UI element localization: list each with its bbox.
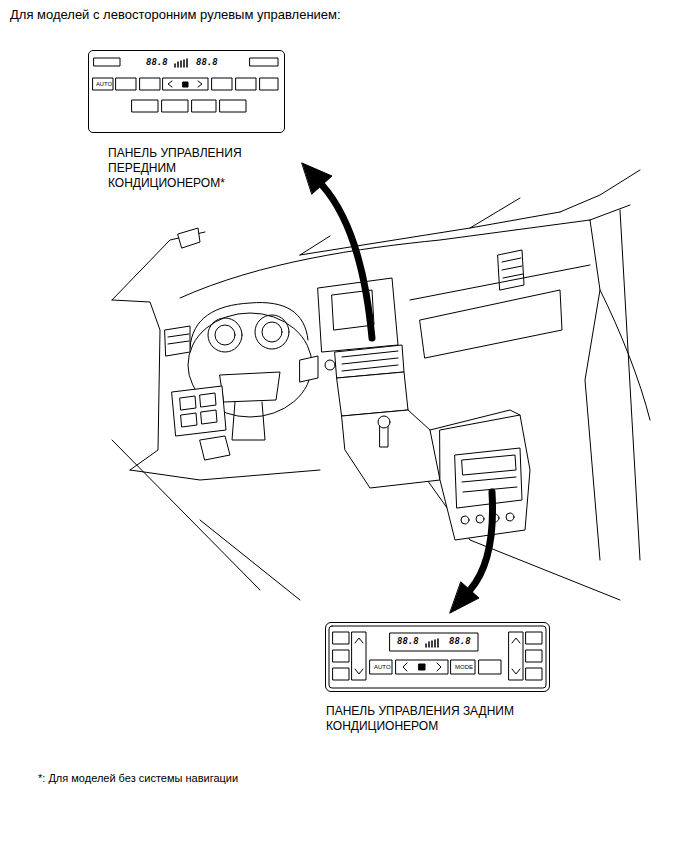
instrument-cluster-part [232, 402, 265, 440]
cabin-outline-part [200, 520, 300, 600]
instrument-cluster-part [172, 386, 226, 436]
instrument-cluster-part [180, 393, 217, 427]
location-arrow-part [322, 185, 372, 338]
display-reading: 88.8 [397, 637, 419, 646]
center-console-part [476, 515, 484, 523]
cabin-outline-part [590, 205, 630, 220]
location-arrow [302, 163, 493, 613]
rear-panel-detail-part [333, 650, 349, 662]
diagram-title: Для моделей с левосторонним рулевым упра… [10, 7, 341, 23]
rear-panel-detail-part [352, 632, 366, 680]
cabin-outline-part [178, 228, 200, 248]
footnote: *: Для моделей без системы навигации [38, 772, 238, 786]
front-panel-detail-part [175, 59, 187, 67]
rear-panel-detail-part [509, 632, 523, 680]
center-console-part [342, 351, 398, 371]
front-panel-detail-part [132, 100, 158, 112]
panel-heading: ПАНЕЛЬ УПРАВЛЕНИЯ ЗАДНИМ КОНДИЦИОНЕРОМ [326, 704, 566, 734]
front-panel-detail-part [236, 78, 256, 90]
cabin-outline-part [585, 220, 600, 560]
cabin-outline-part [112, 300, 160, 470]
cabin-outline-part [502, 258, 523, 278]
front-panel-detail-part [212, 78, 232, 90]
rear-panel-detail-part [403, 663, 441, 671]
center-console-part [455, 448, 522, 508]
cabin-outline-part [130, 470, 320, 480]
instrument-cluster-part [300, 356, 318, 382]
cabin-outline-part [620, 210, 640, 560]
rear-panel-detail-part [355, 638, 363, 674]
front-panel-detail [93, 58, 278, 112]
location-arrow-part [470, 492, 493, 590]
instrument-cluster-part [255, 315, 289, 349]
control-panel: ПАНЕЛЬ УПРАВЛЕНИЯ ЗАДНИМ КОНДИЦИОНЕРОМ88… [325, 622, 550, 692]
cabin-outline-part [200, 436, 230, 460]
cabin-outline-part [498, 250, 524, 290]
display-reading: 88.8 [196, 58, 218, 67]
center-console-part [506, 513, 514, 521]
rear-panel-detail-part [526, 650, 542, 662]
cabin-outline-part [420, 290, 562, 358]
panel-heading: ПАНЕЛЬ УПРАВЛЕНИЯ ПЕРЕДНИМ КОНДИЦИОНЕРОМ… [108, 146, 283, 191]
rear-panel-detail-part [426, 639, 438, 647]
rear-panel-detail-part [479, 660, 501, 674]
cabin-outline-part [410, 265, 590, 300]
instrument-cluster-part [220, 372, 280, 402]
button-label: AUTO [374, 664, 391, 672]
front-panel-detail-part [260, 78, 278, 90]
cabin-outline-part [470, 198, 520, 228]
front-panel-detail-part [93, 78, 113, 90]
front-panel-detail-part [192, 100, 216, 112]
center-console-part [378, 416, 390, 428]
front-panel-detail-part [94, 58, 120, 66]
instrument-cluster-part [262, 322, 282, 342]
location-arrow-part [302, 163, 332, 194]
rear-panel-detail-part [419, 664, 425, 670]
rear-panel-detail-part [390, 633, 478, 651]
cabin-outline-part [112, 440, 260, 590]
rear-panel-detail-part [329, 626, 546, 688]
rear-panel-detail-part [333, 632, 349, 644]
front-panel-detail-part [168, 81, 202, 87]
center-console [318, 278, 530, 540]
rear-panel-detail-part [370, 660, 392, 674]
cabin-outline-part [600, 290, 650, 420]
button-label: AUTO [96, 81, 112, 88]
center-console-part [325, 360, 335, 370]
cabin-outline [112, 170, 650, 600]
instrument-cluster-part [168, 334, 189, 344]
front-panel-detail-part [163, 78, 208, 90]
center-console-part [318, 278, 398, 352]
front-panel-detail-part [183, 82, 188, 87]
front-panel-detail-part [162, 100, 188, 112]
instrument-cluster-part [215, 325, 235, 345]
center-console-part [462, 455, 517, 492]
center-console-part [440, 415, 530, 540]
cabin-outline-part [300, 212, 560, 255]
button-label: MODE [455, 664, 473, 672]
front-panel-detail-part [140, 78, 160, 90]
front-panel-detail-part [220, 100, 246, 112]
rear-panel-detail [329, 626, 546, 688]
instrument-cluster [165, 303, 318, 440]
cabin-outline-part [300, 236, 330, 255]
rear-panel-detail-part [526, 632, 542, 644]
center-console-part [461, 516, 469, 524]
center-console-part [342, 410, 440, 488]
instrument-cluster-part [165, 326, 190, 356]
control-panel: ПАНЕЛЬ УПРАВЛЕНИЯ ПЕРЕДНИМ КОНДИЦИОНЕРОМ… [88, 50, 285, 133]
front-panel-detail-part [116, 78, 136, 90]
rear-panel-detail-part [451, 660, 475, 674]
front-panel-detail-part [250, 58, 278, 66]
center-console-part [337, 372, 408, 416]
rear-panel-detail-part [512, 638, 520, 674]
location-arrow-part [450, 582, 479, 613]
rear-panel-detail-part [333, 668, 349, 680]
rear-panel-detail-part [526, 668, 542, 680]
display-reading: 88.8 [449, 637, 471, 646]
rear-panel-detail-part [396, 660, 448, 674]
display-reading: 88.8 [146, 58, 168, 67]
